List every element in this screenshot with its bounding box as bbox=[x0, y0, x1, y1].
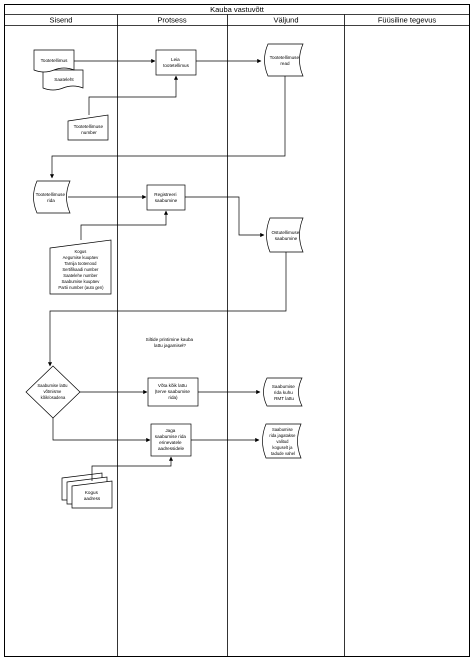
label-tootetellimuse-rida: Tootetellimuse rida bbox=[36, 192, 67, 203]
label-jaga-saabumise-rida: Jaga saabumise rida erinevatele aadressi… bbox=[155, 428, 187, 451]
label-tootetellimus: Tootetellimus bbox=[41, 58, 69, 63]
node-saabumise-rida-kuhu bbox=[263, 377, 303, 407]
connector-ostutellimuse-to-decision bbox=[47, 252, 287, 367]
node-saabumise-andmed bbox=[49, 239, 112, 295]
node-tootetellimuse-number bbox=[67, 114, 109, 141]
connector-registreeri-to-ostutellimuse bbox=[185, 196, 265, 238]
node-leia-tootetellimus bbox=[155, 49, 197, 76]
label-leia-tootetellimus: Leia tootetellimus bbox=[163, 57, 189, 68]
label-decision-lattu-votmine: Saabumise lattu võtmisme kõik/osadena bbox=[37, 383, 68, 400]
node-tootetellimuse-rida bbox=[33, 180, 71, 214]
connector-andmed-to-registreeri bbox=[80, 210, 169, 240]
connector-number-to-leia bbox=[88, 75, 179, 115]
label-saabumise-rida-jagatakse: Saabumise rida jagatakse valitud kogusel… bbox=[269, 427, 296, 456]
lane-header-fuusiline-tegevus: Füüsiline tegevus bbox=[378, 16, 437, 25]
connector-kogus-to-jaga bbox=[91, 456, 174, 481]
lane-header-sisend: Sisend bbox=[50, 16, 73, 25]
node-jaga-saabumise-rida bbox=[150, 423, 192, 457]
connector-decision-to-jaga bbox=[52, 418, 151, 443]
annotation-siltide-printimine: Siltide printimine kauba lattu jagamiseł… bbox=[146, 337, 195, 348]
label-registreeri-saabumine: Registreeri saabumine bbox=[154, 192, 178, 203]
node-saateleht bbox=[42, 69, 84, 91]
diagram-frame bbox=[4, 4, 470, 657]
diagram-title: Kauba vastuvõtt bbox=[210, 5, 265, 14]
node-tootetellimuse-read bbox=[264, 43, 304, 77]
label-saateleht: Saateleht bbox=[54, 77, 74, 82]
lane-header-protsess: Protsess bbox=[157, 16, 186, 25]
node-saabumise-rida-jagatakse bbox=[262, 423, 302, 459]
node-kogus-aadress bbox=[71, 480, 113, 509]
node-vota-koik-lattu bbox=[147, 377, 199, 407]
label-kogus-aadress: Kogus aadress bbox=[84, 490, 101, 501]
node-registreeri-saabumine bbox=[146, 184, 186, 211]
node-ostutellimuse-saabumine bbox=[266, 217, 304, 253]
label-saabumise-rida-kuhu: Saabumise rida kuhu RMT lattu bbox=[272, 384, 296, 401]
label-vota-koik-lattu: Võta kõik lattu (terve saabumise rida) bbox=[155, 383, 192, 400]
connector-read-to-rida bbox=[49, 76, 286, 179]
label-ostutellimuse-saabumine: Ostutellimuse saabumine bbox=[271, 230, 300, 241]
label-saabumise-andmed: Kogus Aegumise kuupäev Tarnija tootenood… bbox=[58, 249, 104, 290]
lane-header-valjund: Väljund bbox=[273, 16, 298, 25]
label-tootetellimuse-read: Tootetellimuse read bbox=[270, 55, 301, 66]
label-tootetellimuse-number: Tootetellimuse number bbox=[74, 124, 105, 135]
node-tootetellimus bbox=[33, 49, 75, 73]
